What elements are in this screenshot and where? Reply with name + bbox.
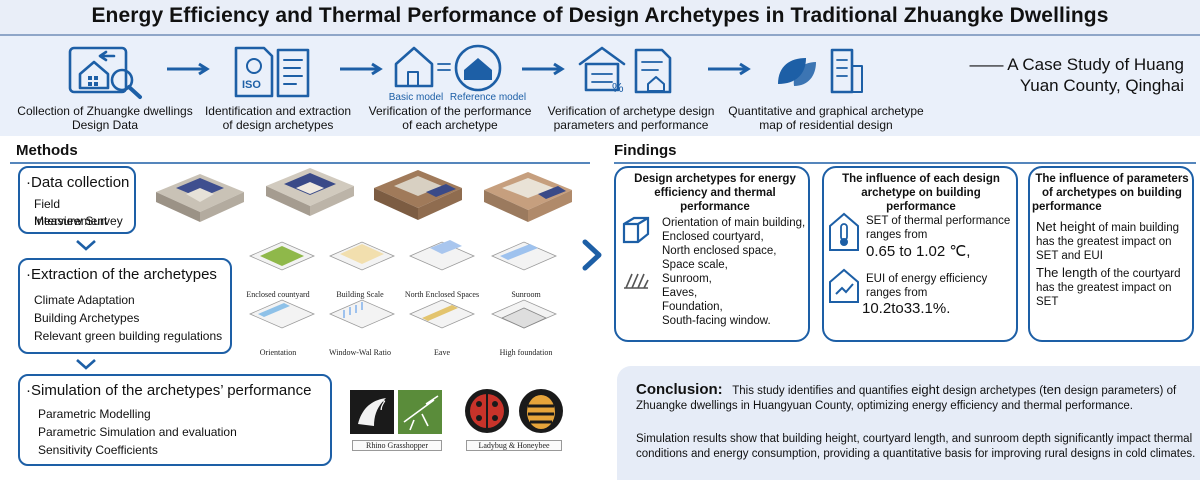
conclusion-paragraph-1: Conclusion: This study identifies and qu… [636, 381, 1177, 412]
eui-range: 10.2to33.1%. [862, 300, 951, 317]
basic-model-label: Basic model [388, 92, 444, 103]
method-item: Parametric Simulation and evaluation [38, 425, 237, 439]
simulation-head: Simulation of the archetypes’ performanc… [31, 382, 312, 399]
workflow-band [0, 36, 1200, 136]
flow-arrow-2 [340, 62, 383, 76]
method-item: Building Archetypes [34, 311, 140, 325]
courtyard-render-2 [266, 168, 354, 216]
rhino-icon [358, 398, 386, 426]
parameter-finding-1: Net height of main building has the grea… [1036, 219, 1180, 263]
svg-text:%: % [612, 80, 624, 95]
parameter-finding-2: The length of the courtyard has the grea… [1036, 265, 1181, 309]
courtyard-render-3 [374, 170, 462, 220]
iso-label: ISO [242, 79, 261, 91]
rhino-version-glyph: 7 [378, 397, 386, 413]
methods-divider [10, 162, 590, 164]
findings-box-parameters [1028, 166, 1194, 342]
building-percent-icon: % [578, 46, 672, 95]
page-title: Energy Efficiency and Thermal Performanc… [91, 4, 1109, 27]
archetype-label: Eave [434, 348, 450, 357]
findings-box3-head: The influence of parameters of archetype… [1032, 173, 1189, 213]
findings-box-archetypes [614, 166, 810, 342]
set-range: 0.65 to 1.02 ℃, [866, 243, 971, 260]
courtyard-render-4 [484, 172, 572, 222]
methods-title: Methods [16, 142, 78, 159]
down-arrow-icon [76, 240, 96, 251]
extraction-box: ·Extraction of the archetypes Climate Ad… [18, 258, 232, 354]
archetype-window-wall-ratio [329, 299, 395, 329]
extraction-head: Extraction of the archetypes [31, 266, 217, 283]
archetype-sunroom [491, 241, 557, 271]
archetype-enclosed-courtyard [249, 241, 315, 271]
courtyard-render-1 [156, 174, 244, 222]
ladybug-honeybee-label: Ladybug & Honeybee [466, 440, 562, 451]
data-collection-box: ·Data collection Field Measurement Inter… [18, 166, 136, 234]
conclusion-paragraph-2: Simulation results show that building he… [636, 433, 1196, 460]
leaf-building-icon [778, 48, 863, 94]
title-bar [0, 0, 1200, 36]
method-item: Parametric Modelling [38, 407, 151, 421]
archetype-label: Orientation [259, 348, 297, 357]
method-item: Interview Survey [34, 214, 123, 228]
house-compare-icon [394, 44, 502, 92]
house-search-icon [68, 46, 142, 99]
grasshopper-icon [403, 395, 439, 431]
findings-title: Findings [614, 142, 677, 159]
archetype-label: North Enclosed Spaces [404, 290, 480, 299]
archetype-label: High foundation [499, 348, 553, 357]
ground-hatch-icon [624, 273, 649, 289]
case-study-subtitle: —— A Case Study of Huang Yuan County, Qi… [969, 55, 1184, 95]
findings-box-influence [822, 166, 1018, 342]
archetype-building-scale [329, 241, 395, 271]
energy-house-icon [829, 268, 859, 303]
archetype-label: Enclosed countyard [246, 290, 310, 299]
flow-arrow-1 [167, 62, 210, 76]
rhino-grasshopper-logos: 7 [350, 390, 442, 434]
rhino-grasshopper-label: Rhino Grasshopper [352, 440, 442, 451]
method-item: Field Measurement [34, 197, 108, 228]
findings-divider [614, 162, 1196, 164]
bullet-dot: · [26, 382, 31, 399]
flow-arrow-4 [708, 62, 751, 76]
archetype-high-foundation [491, 299, 557, 329]
chevron-right-icon [582, 239, 602, 271]
reference-model-label: Reference model [449, 92, 527, 103]
ladybug-honeybee-logos [465, 389, 563, 433]
conclusion-label: Conclusion: [636, 381, 723, 398]
archetype-thumbnails [249, 240, 557, 329]
archetype-label: Sunroom [511, 290, 541, 299]
method-item: Sensitivity Coefficients [38, 443, 158, 457]
archetype-eave [409, 299, 475, 329]
method-item: Relevant green building regulations [34, 329, 223, 343]
bullet-dot: · [26, 266, 31, 283]
conclusion-box [617, 366, 1200, 480]
archetype-label: Window-Wal Ratio [329, 348, 391, 357]
simulation-box: ·Simulation of the archetypes’ performan… [18, 374, 332, 466]
method-item: Climate Adaptation [34, 293, 135, 307]
honeybee-icon [527, 395, 555, 429]
archetype-orientation [249, 299, 315, 329]
flow-arrow-3 [522, 62, 565, 76]
bullet-dot: · [26, 174, 31, 191]
findings-archetype-list: Orientation of main building, Enclosed c… [662, 217, 806, 327]
thermometer-house-icon [829, 212, 859, 251]
archetype-north-enclosed [409, 240, 475, 271]
data-collection-head: Data collection [31, 174, 130, 191]
courtyard-renders [156, 168, 572, 222]
cube-icon [622, 216, 650, 244]
iso-document-icon: ISO [234, 46, 310, 98]
archetype-label: Building Scale [336, 290, 384, 299]
down-arrow-icon [76, 359, 96, 370]
